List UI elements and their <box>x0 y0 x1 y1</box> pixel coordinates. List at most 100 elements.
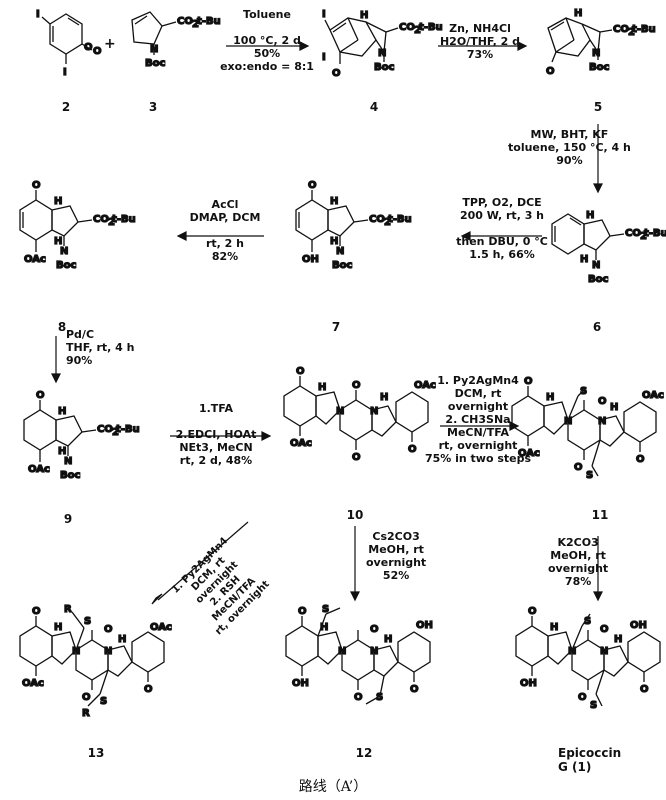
svg-text:N: N <box>592 260 600 271</box>
svg-text:OAc: OAc <box>22 678 44 689</box>
label-compound-3: 3 <box>148 100 158 114</box>
svg-text:O: O <box>352 452 361 463</box>
conditions-11-to-1: K2CO3 MeOH, rt overnight 78% <box>548 536 609 588</box>
svg-text:O: O <box>600 624 609 635</box>
svg-text:OAc: OAc <box>642 390 664 401</box>
svg-text:H: H <box>614 634 622 645</box>
label-compound-8: 8 <box>57 320 67 334</box>
structure-6 <box>551 213 625 260</box>
structure-12 <box>285 607 431 705</box>
svg-text:H: H <box>318 382 326 393</box>
svg-text:N: N <box>150 44 158 55</box>
svg-text:N: N <box>336 246 344 257</box>
svg-text:OAc: OAc <box>24 254 46 265</box>
svg-text:H: H <box>610 402 618 413</box>
svg-text:2: 2 <box>628 27 635 38</box>
svg-text:CO: CO <box>369 214 385 225</box>
svg-text:I: I <box>63 67 67 78</box>
svg-text:H: H <box>54 196 62 207</box>
conditions-2-3-to-4: Toluene 100 °C, 2 d 50% exo:endo = 8:1 <box>220 8 314 73</box>
svg-text:R: R <box>64 604 72 615</box>
svg-text:OAc: OAc <box>290 438 312 449</box>
svg-text:H: H <box>58 406 66 417</box>
svg-text:O: O <box>93 46 102 57</box>
svg-text:H: H <box>360 10 368 21</box>
svg-text:t-Bu: t-Bu <box>644 228 666 239</box>
svg-text:S: S <box>580 386 587 397</box>
conditions-7-to-8: AcCl DMAP, DCM rt, 2 h 82% <box>189 198 261 263</box>
svg-text:S: S <box>584 616 591 627</box>
label-compound-2: 2 <box>61 100 71 114</box>
svg-text:2: 2 <box>108 217 115 228</box>
label-compound-4: 4 <box>369 100 379 114</box>
conditions-4-to-5: Zn, NH4Cl H2O/THF, 2 d 73% <box>439 22 521 61</box>
svg-text:H: H <box>118 634 126 645</box>
svg-text:2: 2 <box>640 231 647 242</box>
label-compound-12: 12 <box>355 746 373 760</box>
svg-text:2: 2 <box>112 427 119 438</box>
structure-13 <box>19 611 165 707</box>
structure-1 <box>515 613 661 707</box>
svg-text:Boc: Boc <box>588 274 608 285</box>
svg-text:t-Bu: t-Bu <box>419 22 443 33</box>
svg-text:O: O <box>598 396 607 407</box>
svg-text:OAc: OAc <box>150 622 172 633</box>
svg-text:O: O <box>82 692 91 703</box>
label-compound-11: 11 <box>591 508 609 522</box>
svg-text:N: N <box>336 406 344 417</box>
conditions-8-to-9: Pd/C THF, rt, 4 h 90% <box>66 328 135 367</box>
label-compound-6: 6 <box>592 320 602 334</box>
svg-text:O: O <box>528 606 537 617</box>
structure-8 <box>19 190 93 252</box>
svg-text:CO: CO <box>625 228 641 239</box>
svg-text:t-Bu: t-Bu <box>388 214 412 225</box>
svg-text:t-Bu: t-Bu <box>197 16 221 27</box>
svg-text:CO: CO <box>399 22 415 33</box>
svg-text:O: O <box>410 684 419 695</box>
svg-text:H: H <box>320 622 328 633</box>
svg-text:N: N <box>378 48 386 59</box>
svg-text:N: N <box>104 646 112 657</box>
conditions-5-to-6: MW, BHT, KF toluene, 150 °C, 4 h 90% <box>508 128 631 167</box>
svg-text:O: O <box>84 42 93 53</box>
svg-text:O: O <box>408 444 417 455</box>
svg-text:R: R <box>82 708 90 719</box>
svg-text:H: H <box>58 446 66 457</box>
svg-text:O: O <box>308 180 317 191</box>
svg-text:S: S <box>376 692 383 703</box>
svg-text:2: 2 <box>192 19 199 30</box>
label-compound-1: Epicoccin G (1) <box>558 746 622 774</box>
conditions-10-to-11: 1. Py2AgMn4 DCM, rt overnight 2. CH3SNa … <box>424 374 532 465</box>
conditions-6-to-7: TPP, O2, DCE 200 W, rt, 3 h then DBU, 0 … <box>456 196 548 261</box>
svg-text:S: S <box>84 616 91 627</box>
label-compound-13: 13 <box>87 746 105 760</box>
label-compound-7: 7 <box>331 320 341 334</box>
reaction-arrows <box>51 41 603 605</box>
svg-text:t-Bu: t-Bu <box>112 214 136 225</box>
svg-text:Boc: Boc <box>145 58 165 69</box>
svg-text:S: S <box>586 470 593 481</box>
structure-2 <box>41 13 93 64</box>
conditions-9-to-10: 1.TFA 2.EDCI, HOAt NEt3, MeCN rt, 2 d, 4… <box>175 402 257 467</box>
svg-text:Boc: Boc <box>589 62 609 73</box>
svg-text:H: H <box>586 210 594 221</box>
svg-text:H: H <box>330 236 338 247</box>
svg-text:O: O <box>298 606 307 617</box>
svg-text:O: O <box>524 376 533 387</box>
plus-sign: + <box>104 36 116 52</box>
svg-text:N: N <box>370 406 378 417</box>
conditions-10-to-12: Cs2CO3 MeOH, rt overnight 52% <box>366 530 427 582</box>
svg-text:H: H <box>54 622 62 633</box>
svg-text:S: S <box>100 696 107 707</box>
svg-text:O: O <box>104 624 113 635</box>
structure-3 <box>131 11 177 55</box>
svg-text:O: O <box>578 692 587 703</box>
svg-text:OH: OH <box>302 254 319 265</box>
svg-text:OAc: OAc <box>28 464 50 475</box>
svg-text:I: I <box>36 9 40 20</box>
svg-text:O: O <box>296 366 305 377</box>
svg-text:N: N <box>72 646 80 657</box>
label-compound-10: 10 <box>346 508 364 522</box>
